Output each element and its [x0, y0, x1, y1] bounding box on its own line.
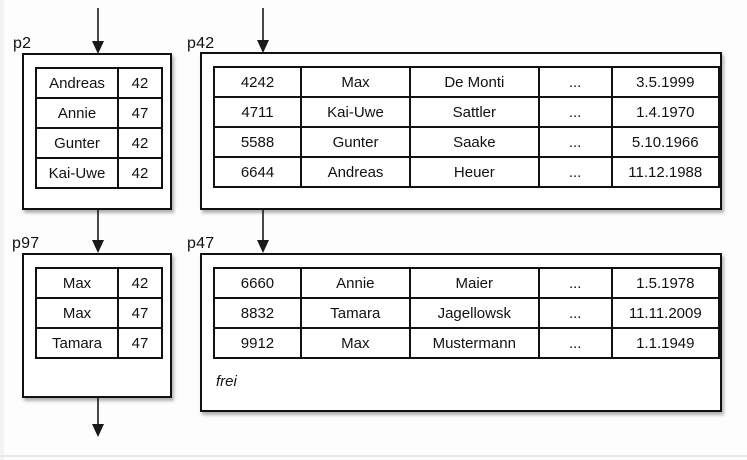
- table-cell: Max: [35, 267, 119, 299]
- table-cell: Gunter: [299, 126, 412, 158]
- table-cell: Max: [299, 66, 412, 98]
- table-cell: ...: [537, 66, 613, 98]
- table-cell: 47: [117, 97, 163, 129]
- arrow-into-p42-icon: [257, 8, 269, 53]
- table-cell: ...: [537, 327, 613, 359]
- table-cell: Sattler: [409, 96, 540, 128]
- table-cell: Tamara: [35, 327, 119, 359]
- table-cell: Jagellowsk: [408, 297, 540, 329]
- arrow-out-of-p97-icon: [92, 397, 104, 437]
- table-cell: ...: [537, 297, 613, 329]
- table-cell: ...: [537, 156, 613, 188]
- table-cell: 5588: [213, 126, 302, 158]
- table-cell: ...: [537, 267, 613, 299]
- table-cell: Max: [299, 327, 411, 359]
- table-cell: ...: [537, 126, 613, 158]
- table-cell: Heuer: [409, 156, 540, 188]
- free-space-label: frei: [216, 373, 237, 390]
- table-cell: 5.10.1966: [610, 126, 721, 158]
- page-label-p47: p47: [187, 235, 215, 252]
- table-cell: 11.11.2009: [610, 297, 721, 329]
- left-edge-strip: [0, 0, 4, 460]
- table-cell: 4242: [213, 66, 302, 98]
- table-cell: 6644: [213, 156, 302, 188]
- page-label-p2: p2: [13, 35, 32, 52]
- table-cell: 42: [117, 127, 163, 159]
- table-cell: Max: [35, 297, 119, 329]
- table-cell: 42: [117, 267, 163, 299]
- table-cell: 47: [117, 297, 163, 329]
- table-cell: 9912: [213, 327, 302, 359]
- table-cell: 42: [117, 157, 163, 189]
- table-cell: Kai-Uwe: [299, 96, 412, 128]
- table-cell: Gunter: [35, 127, 119, 159]
- table-cell: Andreas: [299, 156, 412, 188]
- table-cell: Maier: [408, 267, 540, 299]
- table-cell: Saake: [409, 126, 540, 158]
- table-cell: Annie: [299, 267, 411, 299]
- table-cell: 3.5.1999: [610, 66, 721, 98]
- page-label-p42: p42: [187, 35, 215, 52]
- table-cell: 1.5.1978: [610, 267, 721, 299]
- table-cell: 4711: [213, 96, 302, 128]
- table-cell: 47: [117, 327, 163, 359]
- table-cell: Andreas: [35, 67, 119, 99]
- table-cell: 8832: [213, 297, 302, 329]
- arrow-into-p2-icon: [92, 8, 104, 54]
- table-cell: 6660: [213, 267, 302, 299]
- arrow-p42-to-p47-icon: [257, 210, 269, 253]
- table-cell: Tamara: [299, 297, 411, 329]
- table-cell: De Monti: [409, 66, 540, 98]
- table-cell: Mustermann: [408, 327, 540, 359]
- table-cell: 1.1.1949: [610, 327, 721, 359]
- bottom-rule: [0, 455, 747, 457]
- table-cell: Kai-Uwe: [35, 157, 119, 189]
- table-cell: 1.4.1970: [610, 96, 721, 128]
- table-cell: Annie: [35, 97, 119, 129]
- table-cell: 11.12.1988: [610, 156, 721, 188]
- arrow-p2-to-p97-icon: [92, 210, 104, 253]
- page-label-p97: p97: [12, 235, 40, 252]
- table-cell: 42: [117, 67, 163, 99]
- table-cell: ...: [537, 96, 613, 128]
